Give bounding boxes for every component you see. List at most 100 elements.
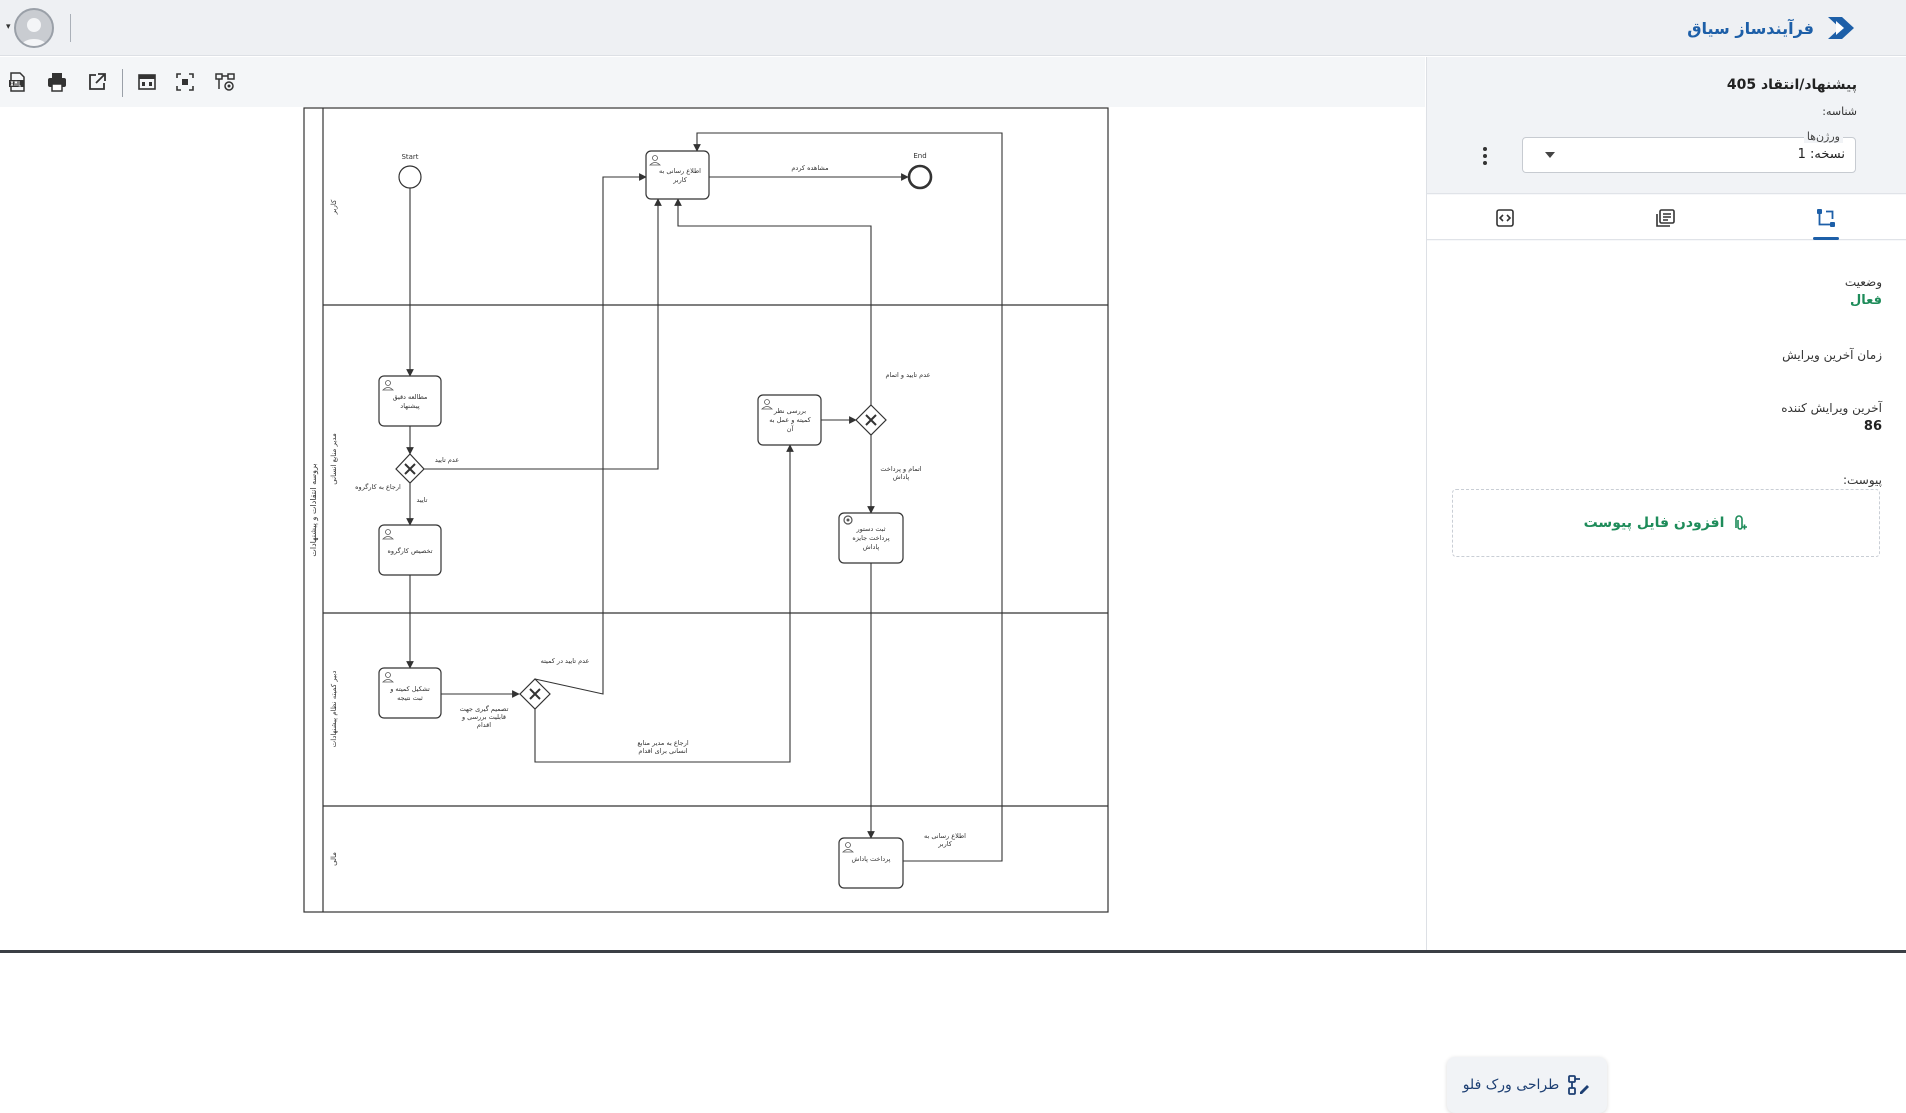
bpmn-diagram[interactable]: بروسه انتقادات و پیشنهادات کاربر مدیر من… [0, 107, 1425, 950]
diagram-canvas[interactable]: بروسه انتقادات و پیشنهادات کاربر مدیر من… [0, 107, 1425, 950]
flow-label: اطلاع رسانی به [924, 832, 966, 840]
flow-label: مشاهده کردم [791, 164, 828, 172]
task-pay-reward[interactable]: پرداخت پاداش [838, 837, 904, 889]
workflow-design-label: طراحی ورک فلو [1462, 1077, 1560, 1093]
lane-label-finance: مالی [330, 852, 338, 866]
flow-label: انسانی برای اقدام [638, 747, 687, 755]
svg-text:پرداخت پاداش: پرداخت پاداش [852, 855, 891, 863]
gateway-exclusive-1[interactable] [395, 453, 425, 484]
flow-settings-icon [215, 73, 235, 91]
toolbar-divider [122, 69, 123, 97]
lane-label-committee: دبیر کمیته نظام پیشنهادات [330, 671, 338, 748]
top-bar: ▾ فرآیندساز سیاق [0, 0, 1906, 56]
xml-file-icon [9, 72, 25, 92]
flow-label: ارجاع به مدیر منابع [637, 739, 688, 747]
flow-label: اتمام و پرداخت [880, 465, 921, 473]
printer-icon [48, 73, 66, 92]
end-event[interactable] [907, 164, 933, 190]
user-avatar[interactable] [14, 8, 54, 48]
svg-text:کاربر: کاربر [672, 176, 688, 184]
flow-label: عدم تایید و اتمام [885, 371, 930, 379]
topbar-divider [70, 14, 71, 42]
start-event-label: Start [401, 153, 418, 161]
flow-label: اقدام [477, 721, 491, 729]
user-menu-caret-icon[interactable]: ▾ [6, 22, 11, 32]
bottom-bar [0, 950, 1906, 953]
version-select-value: نسخه: 1 [1797, 147, 1845, 162]
brand-logo-icon [1828, 17, 1854, 39]
process-id-label: شناسه: [1822, 105, 1857, 118]
svg-text:تشکیل کمیته و: تشکیل کمیته و [389, 685, 430, 693]
workflow-edit-icon [1568, 1075, 1590, 1095]
task-inform-user[interactable]: اطلاع رسانی به کاربر [645, 150, 710, 200]
task-review-committee[interactable]: بررسی نظر کمیته و عمل به آن [757, 394, 822, 446]
task-record-reward[interactable]: ثبت دستور پرداخت جایزه پاداش [838, 512, 904, 564]
svg-text:مطالعه دقیق: مطالعه دقیق [393, 393, 428, 401]
properties-panel: پیشنهاد/انتقاد 405 شناسه: ورژن‌ها نسخه: … [1426, 57, 1906, 1113]
add-attachment-button[interactable]: افزودن فایل پیوست [1452, 489, 1880, 557]
task-assign-group[interactable]: تخصیص کارگروه [378, 524, 442, 576]
diagram-toolbar [0, 57, 1425, 107]
user-silhouette-icon [20, 18, 48, 46]
svg-text:پرداخت جایزه: پرداخت جایزه [852, 534, 890, 542]
window-panel-icon [138, 74, 156, 90]
svg-text:آن: آن [787, 424, 795, 433]
gateway-exclusive-3[interactable] [855, 404, 887, 436]
user-task-icon [382, 155, 854, 853]
version-select-label: ورژن‌ها [1803, 130, 1843, 143]
task-study-proposal[interactable]: مطالعه دقیق پیشنهاد [378, 375, 442, 427]
task-committee[interactable]: تشکیل کمیته و ثبت نتیجه [378, 667, 442, 719]
lane-label-user: کاربر [330, 199, 338, 215]
flow-label: ارجاع به کارگروه [355, 483, 401, 491]
tab-flow[interactable] [1796, 195, 1856, 240]
end-event-label: End [913, 152, 926, 160]
tab-code[interactable] [1475, 195, 1535, 240]
svg-text:تخصیص کارگروه: تخصیص کارگروه [387, 547, 432, 555]
flow-label: تایید [417, 496, 428, 504]
form-list-icon [1656, 208, 1675, 227]
svg-text:پاداش: پاداش [863, 543, 880, 551]
active-tab-indicator [1813, 237, 1839, 240]
start-event[interactable] [398, 165, 422, 189]
status-badge: فعال [1849, 293, 1882, 308]
lane-label-hr: مدیر منابع انسانی [330, 433, 338, 485]
diagram-settings-button[interactable] [212, 69, 238, 95]
flow-label: عدم تایید در کمیته [541, 657, 590, 665]
svg-text:ثبت نتیجه: ثبت نتیجه [397, 694, 423, 702]
export-xml-button[interactable] [4, 69, 30, 95]
tab-forms[interactable] [1635, 195, 1695, 240]
svg-text:اطلاع رسانی به: اطلاع رسانی به [659, 167, 701, 175]
panel-tabs [1427, 195, 1906, 240]
fit-screen-icon [176, 73, 194, 91]
flow-label: عدم تایید [435, 456, 459, 464]
attachment-label: پیوست: [1842, 473, 1882, 487]
svg-text:پیشنهاد: پیشنهاد [400, 402, 420, 410]
pool-label: بروسه انتقادات و پیشنهادات [309, 463, 318, 556]
flow-label: تصمیم گیری جهت [460, 705, 509, 713]
svg-text:کمیته و عمل به: کمیته و عمل به [769, 416, 811, 424]
last-editor-value: 86 [1863, 419, 1882, 434]
gateway-exclusive-2[interactable] [519, 678, 551, 710]
last-edit-time-label: زمان آخرین ویرایش [1782, 348, 1882, 362]
status-label: وضعیت [1844, 275, 1882, 289]
panel-header: پیشنهاد/انتقاد 405 شناسه: ورژن‌ها نسخه: … [1427, 57, 1906, 194]
flow-label: کاربر [937, 840, 953, 848]
flow-diagram-icon [1817, 208, 1835, 227]
add-attachment-label: افزودن فایل پیوست [1583, 515, 1725, 531]
toggle-panel-button[interactable] [134, 69, 160, 95]
panel-details: وضعیت فعال زمان آخرین ویرایش آخرین ویرای… [1427, 241, 1906, 1113]
brand[interactable]: فرآیندساز سیاق [1687, 8, 1860, 48]
code-icon [1496, 208, 1514, 227]
workflow-design-button[interactable]: طراحی ورک فلو [1447, 1057, 1607, 1113]
pool [303, 107, 1109, 913]
flow-label: قابلیت بررسی و [461, 713, 506, 721]
version-select[interactable]: ورژن‌ها نسخه: 1 [1522, 130, 1856, 173]
fit-diagram-button[interactable] [172, 69, 198, 95]
brand-name: فرآیندساز سیاق [1687, 18, 1814, 38]
external-link-icon [89, 73, 106, 90]
more-options-icon[interactable] [1482, 146, 1488, 166]
open-external-button[interactable] [84, 69, 110, 95]
chevron-down-icon [1545, 152, 1555, 158]
svg-text:ثبت دستور: ثبت دستور [855, 525, 885, 533]
print-button[interactable] [44, 69, 70, 95]
